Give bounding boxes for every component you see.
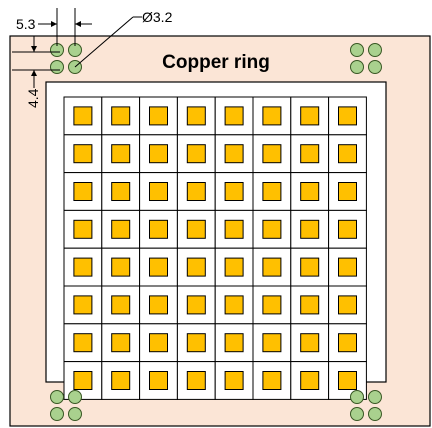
grid-cell (176, 134, 216, 174)
pad (149, 219, 168, 239)
pad (224, 295, 244, 315)
pad (186, 144, 206, 164)
mounting-hole (68, 390, 82, 404)
pad (186, 371, 206, 390)
mounting-hole (368, 60, 382, 74)
pad (338, 333, 357, 353)
mounting-hole (368, 390, 382, 404)
pad (111, 333, 131, 353)
arrowhead-icon (51, 21, 57, 27)
pad (149, 295, 168, 315)
pad (149, 371, 168, 390)
arrowhead-icon (31, 70, 37, 76)
pad (186, 106, 206, 126)
pad (186, 333, 206, 353)
pad (111, 257, 131, 277)
pad (186, 295, 206, 315)
mounting-hole (350, 43, 364, 57)
leader-line (74, 16, 134, 68)
pad (224, 219, 244, 239)
pad (111, 106, 131, 126)
mounting-hole (350, 390, 364, 404)
pad (224, 371, 244, 390)
pad (149, 182, 168, 201)
dimension-horizontal: 5.3 (16, 8, 92, 46)
grid-cell (252, 96, 292, 136)
mounting-hole (50, 390, 64, 404)
title-label: Copper ring (162, 52, 270, 73)
pad (262, 333, 282, 353)
pad (300, 144, 320, 164)
pad (300, 106, 320, 126)
pad (73, 295, 93, 315)
pad (224, 333, 244, 353)
pad (73, 219, 93, 239)
mounting-hole (350, 60, 364, 74)
hole-diameter-label: Ø3.2 (142, 9, 173, 25)
grid-cell (176, 172, 216, 211)
pad (262, 144, 282, 164)
pad (300, 219, 320, 239)
arrowhead-icon (75, 21, 81, 27)
pad (73, 106, 93, 126)
mounting-hole (50, 407, 64, 421)
pad (73, 371, 93, 390)
pad (262, 295, 282, 315)
pad (300, 333, 320, 353)
pad (300, 257, 320, 277)
pad (111, 295, 131, 315)
pad (186, 219, 206, 239)
pad (300, 295, 320, 315)
arrowhead-icon (31, 46, 37, 52)
pad (111, 371, 131, 390)
pad (224, 144, 244, 164)
pad (224, 182, 244, 201)
pad (262, 106, 282, 126)
pad (186, 257, 206, 277)
spacing-vertical-label: 4.4 (25, 88, 41, 108)
pad (73, 333, 93, 353)
mounting-hole (350, 407, 364, 421)
pad (338, 257, 357, 277)
mounting-hole (68, 407, 82, 421)
pad (73, 257, 93, 277)
pad (300, 371, 320, 390)
pad (73, 182, 93, 201)
spacing-horizontal-label: 5.3 (16, 16, 36, 32)
mounting-holes (50, 43, 382, 421)
pad (338, 106, 357, 126)
pad (149, 257, 168, 277)
pad (149, 144, 168, 164)
dimension-vertical: 4.4 (12, 36, 60, 108)
pad (338, 219, 357, 239)
pad (338, 295, 357, 315)
pad (262, 257, 282, 277)
mounting-hole (368, 43, 382, 57)
mounting-hole (368, 407, 382, 421)
dimension-diameter: Ø3.2 (74, 9, 173, 68)
pad (262, 219, 282, 239)
mounting-hole (50, 60, 64, 74)
pad (338, 371, 357, 390)
pad (224, 257, 244, 277)
pad (224, 106, 244, 126)
pad (262, 182, 282, 201)
pad (111, 219, 131, 239)
pad (338, 182, 357, 201)
pad (111, 144, 131, 164)
pad (149, 333, 168, 353)
pad (73, 144, 93, 164)
pad (186, 182, 206, 201)
pad (338, 144, 357, 164)
pad (149, 106, 168, 126)
pad-grid (63, 96, 367, 400)
pad (262, 371, 282, 390)
pad (300, 182, 320, 201)
pad (111, 182, 131, 201)
